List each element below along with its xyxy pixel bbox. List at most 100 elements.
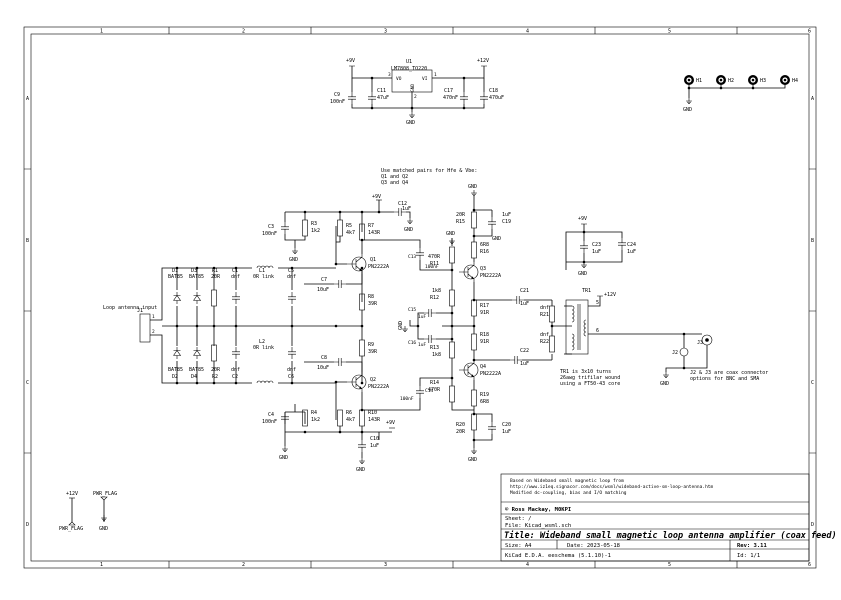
c19-ref: C19 [502,219,511,225]
col-label: 6 [808,29,811,35]
c14-label: C14 [425,388,433,394]
r6-value: 4k7 [346,417,355,423]
r20-value: 20R [456,429,466,435]
row-label: A [26,96,29,102]
j3-ref: J3 [697,340,703,346]
c2-value: dnf [231,367,240,373]
r10-ref: R10 [368,410,377,416]
c21-ref: C21 [520,288,529,294]
u1-pin-vi: VI [422,76,428,82]
gnd-label: GND [289,257,298,263]
gnd-label: GND [468,184,477,190]
r18-ref: R18 [480,332,489,338]
u1-ref: U1 [406,59,412,65]
r14-ref: R14 [430,380,439,386]
row-label: C [811,380,814,386]
c16-value: 1uF [418,342,426,348]
d3-ref: D3 [191,268,197,274]
mounting-holes: H1 H2 H3 H4 GND [683,75,798,113]
gnd-label: GND [398,321,404,330]
hole-ref: H1 [696,78,702,84]
rail-label: +12V [477,58,489,64]
tb-note: http://www.iz1eq.signacor.com/docs/wsml/… [510,484,713,490]
gnd-label: GND [356,467,365,473]
gnd-label: GND [406,120,415,126]
u1-value: LM7808_TO220 [391,66,427,72]
c17-ref: C17 [444,88,453,94]
c19-value: 1uF [502,212,511,218]
gnd-label: GND [578,271,587,277]
c16-ref: C16 [408,340,416,346]
d1-value: BAT85 [168,274,183,280]
c11-value: 47uF [377,95,389,101]
input-title: Loop antenna input [103,305,157,311]
r4-value: 1k2 [311,417,320,423]
col-label: 2 [242,562,245,568]
r3-ref: R3 [311,221,317,227]
c4-ref: C4 [268,412,274,418]
pwrflag-net: +12V [66,491,78,497]
rail-label: +12V [604,292,616,298]
stage2-section: Q3 PN2222A Q4 PN2222A 20R R15 1uF C19 6R… [398,184,552,463]
col-label: 3 [384,29,387,35]
c14-value: 100nF [400,396,414,402]
tb-note: Based on Wideband small magnetic loop fr… [510,478,624,484]
hole-ref: H4 [792,78,798,84]
j-note: options for BNC and SMA [690,376,759,382]
output-section: dnf R21 dnf R22 TR1 C23 1uF C24 1uF +9V … [540,216,768,387]
c18-value: 470uF [489,95,504,101]
c7-ref: C7 [321,277,327,283]
regulator-section: +9V +12V U1 LM7808_TO220 VO VI GND 3 1 2… [330,58,504,126]
r5-ref: R5 [346,223,352,229]
r19-value: 6R8 [480,399,489,405]
r15-ref: R15 [456,219,465,225]
col-label: 3 [384,562,387,568]
d2-value: BAT85 [168,367,183,373]
pwrflag-net: GND [99,526,108,532]
c20-ref: C20 [502,422,511,428]
stage1-section: Q1 PN2222A Q2 PN2222A R3 1k2 R4 1k2 R5 4… [262,194,452,473]
tb-rev: Rev: 3.11 [737,543,767,549]
c7-value: 10uF [317,287,329,293]
q3-ref: Q3 [480,266,486,272]
tb-sheet: Sheet: / [505,516,532,522]
j1-ref: J1 [137,308,143,314]
r21-ref: R21 [540,312,549,318]
c15-value: 1uF [418,314,426,320]
r11-ref: R11 [430,261,439,267]
tb-title: Title: Wideband small magnetic loop ante… [504,530,837,541]
r10-value: 143R [368,417,381,423]
u1-pin3: 3 [388,72,391,78]
rail-label: +9V [386,420,395,426]
c5-ref: C5 [288,268,294,274]
tr-note: using a FT50-43 core [560,381,620,387]
row-label: A [811,96,814,102]
j1-pin: 1 [152,314,155,320]
c22-ref: C22 [520,348,529,354]
col-label: 4 [526,29,529,35]
d1-ref: D1 [172,268,178,274]
d4-ref: D4 [191,374,197,380]
l1-value: 0R link [253,274,274,280]
pwrflag-name: PWR_FLAG [93,491,117,497]
c12-ref: C12 [398,201,407,207]
c13-value: 100nF [425,264,439,270]
tb-id: Id: 1/1 [737,553,760,559]
c6-ref: C6 [288,374,294,380]
r1-value: 20R [211,274,221,280]
tr1-ref: TR1 [582,288,591,294]
hole-ref: H3 [760,78,766,84]
r17-ref: R17 [480,303,489,309]
col-label: 5 [668,29,671,35]
c3-ref: C3 [268,224,274,230]
l1-ref: L1 [259,268,265,274]
r16-value: 6R8 [480,242,489,248]
col-label: 4 [526,562,529,568]
tb-date: Date: 2023-05-18 [567,543,620,549]
c20-value: 1uF [502,429,511,435]
c13-label: C13 [408,254,416,260]
r4-ref: R4 [311,410,317,416]
input-section: Loop antenna input J1 1 2 D1 BAT85 D3 BA… [103,262,336,389]
gnd-label: GND [446,231,455,237]
